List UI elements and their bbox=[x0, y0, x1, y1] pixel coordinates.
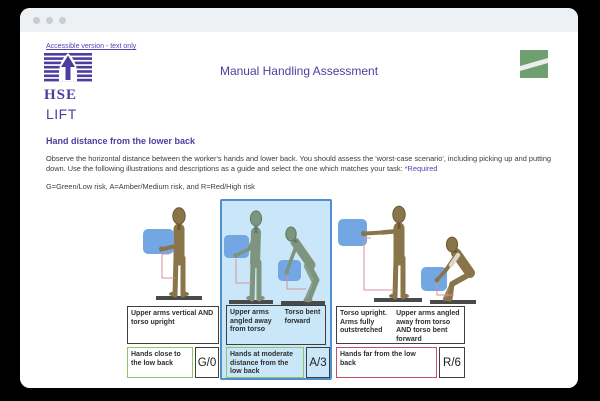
option-g0[interactable]: Upper arms vertical AND torso upright Ha… bbox=[120, 199, 220, 380]
grade-text: R/6 bbox=[443, 356, 461, 369]
mannequin-upright-close-icon bbox=[143, 207, 202, 300]
window-titlebar bbox=[20, 8, 578, 32]
window-control-dot[interactable] bbox=[33, 16, 40, 24]
grade-badge[interactable]: R/6 bbox=[439, 347, 465, 378]
page-content: Accessible version - text only HSE Manua… bbox=[20, 32, 578, 388]
required-label: *Required bbox=[404, 163, 438, 173]
posture-text: Torso bent forward bbox=[284, 309, 321, 325]
mannequin-crouching-icon bbox=[421, 236, 476, 304]
hse-logo-icon bbox=[44, 53, 92, 82]
posture-text: Upper arms vertical AND torso upright bbox=[131, 310, 214, 326]
window-control-dot[interactable] bbox=[46, 16, 53, 24]
browser-window: Accessible version - text only HSE Manua… bbox=[20, 8, 578, 388]
hse-logo: HSE bbox=[44, 53, 92, 103]
mannequin-arms-outstretched-icon bbox=[338, 205, 422, 302]
risk-legend: G=Green/Low risk, A=Amber/Medium risk, a… bbox=[46, 182, 255, 191]
posture-text: Torso upright. Arms fully outstretched bbox=[340, 310, 387, 335]
hse-logo-text: HSE bbox=[44, 87, 78, 103]
posture-text: Upper arms angled away from torso bbox=[230, 309, 272, 334]
hands-description-box[interactable]: Hands far from the low back bbox=[336, 347, 437, 378]
page-title: Manual Handling Assessment bbox=[219, 64, 379, 78]
instructions-text: Observe the horizontal distance between … bbox=[46, 154, 552, 173]
option-r6[interactable]: Torso upright. Arms fully outstretched U… bbox=[336, 199, 496, 380]
mannequin-torso-bent-icon bbox=[278, 226, 325, 305]
grade-badge[interactable]: A/3 bbox=[306, 347, 330, 378]
posture-description-box[interactable]: Upper arms vertical AND torso upright bbox=[127, 306, 219, 344]
grade-badge[interactable]: G/0 bbox=[195, 347, 219, 378]
section-title: LIFT bbox=[46, 106, 77, 122]
posture-description-box[interactable]: Torso upright. Arms fully outstretched U… bbox=[336, 306, 465, 344]
hands-text: Hands close to the low back bbox=[131, 351, 181, 367]
hands-description-box[interactable]: Hands close to the low back bbox=[127, 347, 193, 378]
hands-text: Hands far from the low back bbox=[340, 351, 416, 367]
mannequin-arms-angled-icon bbox=[224, 210, 273, 304]
posture-text: Upper arms angled away from torso AND to… bbox=[396, 310, 460, 343]
option-a3-selected[interactable]: Upper arms angled away from torso Torso … bbox=[220, 199, 332, 380]
hands-description-box[interactable]: Hands at moderate distance from the low … bbox=[226, 347, 304, 378]
accessible-version-link[interactable]: Accessible version - text only bbox=[46, 43, 137, 50]
hands-text: Hands at moderate distance from the low … bbox=[230, 351, 294, 376]
posture-description-box[interactable]: Upper arms angled away from torso Torso … bbox=[226, 305, 326, 345]
window-control-dot[interactable] bbox=[59, 16, 66, 24]
flag-icon bbox=[520, 50, 548, 78]
question-title: Hand distance from the lower back bbox=[46, 136, 196, 146]
question-instructions: Observe the horizontal distance between … bbox=[46, 154, 554, 173]
grade-text: G/0 bbox=[197, 356, 217, 369]
grade-text: A/3 bbox=[309, 356, 327, 369]
